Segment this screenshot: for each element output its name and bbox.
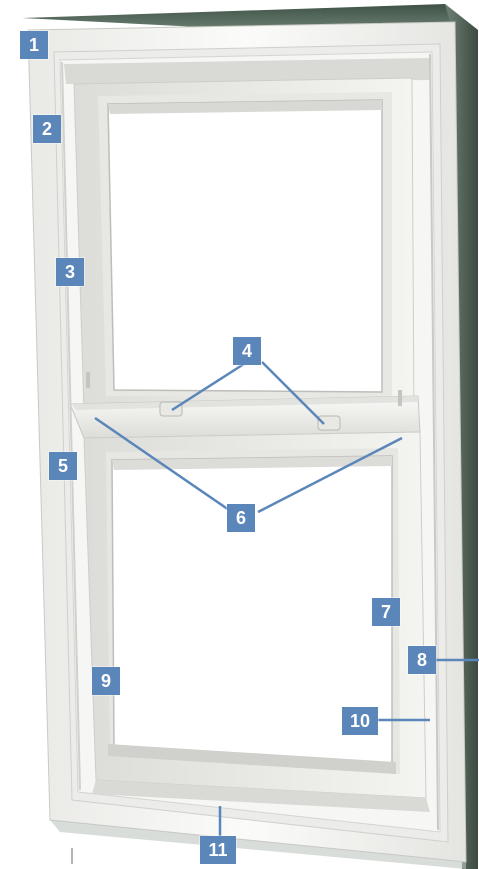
callout-3: 3: [56, 258, 84, 286]
callout-1: 1: [20, 31, 48, 59]
callout-9: 9: [92, 667, 120, 695]
sash-lock-left: [160, 402, 182, 416]
callout-10: 10: [342, 707, 378, 735]
callout-2: 2: [33, 115, 61, 143]
callout-11: 11: [200, 836, 236, 864]
callout-4: 4: [233, 337, 261, 365]
callout-6: 6: [227, 504, 255, 532]
tilt-latch-left: [86, 372, 90, 388]
tilt-latch-right: [398, 390, 402, 406]
callout-8: 8: [408, 646, 436, 674]
callout-7: 7: [372, 598, 400, 626]
callout-5: 5: [49, 452, 77, 480]
